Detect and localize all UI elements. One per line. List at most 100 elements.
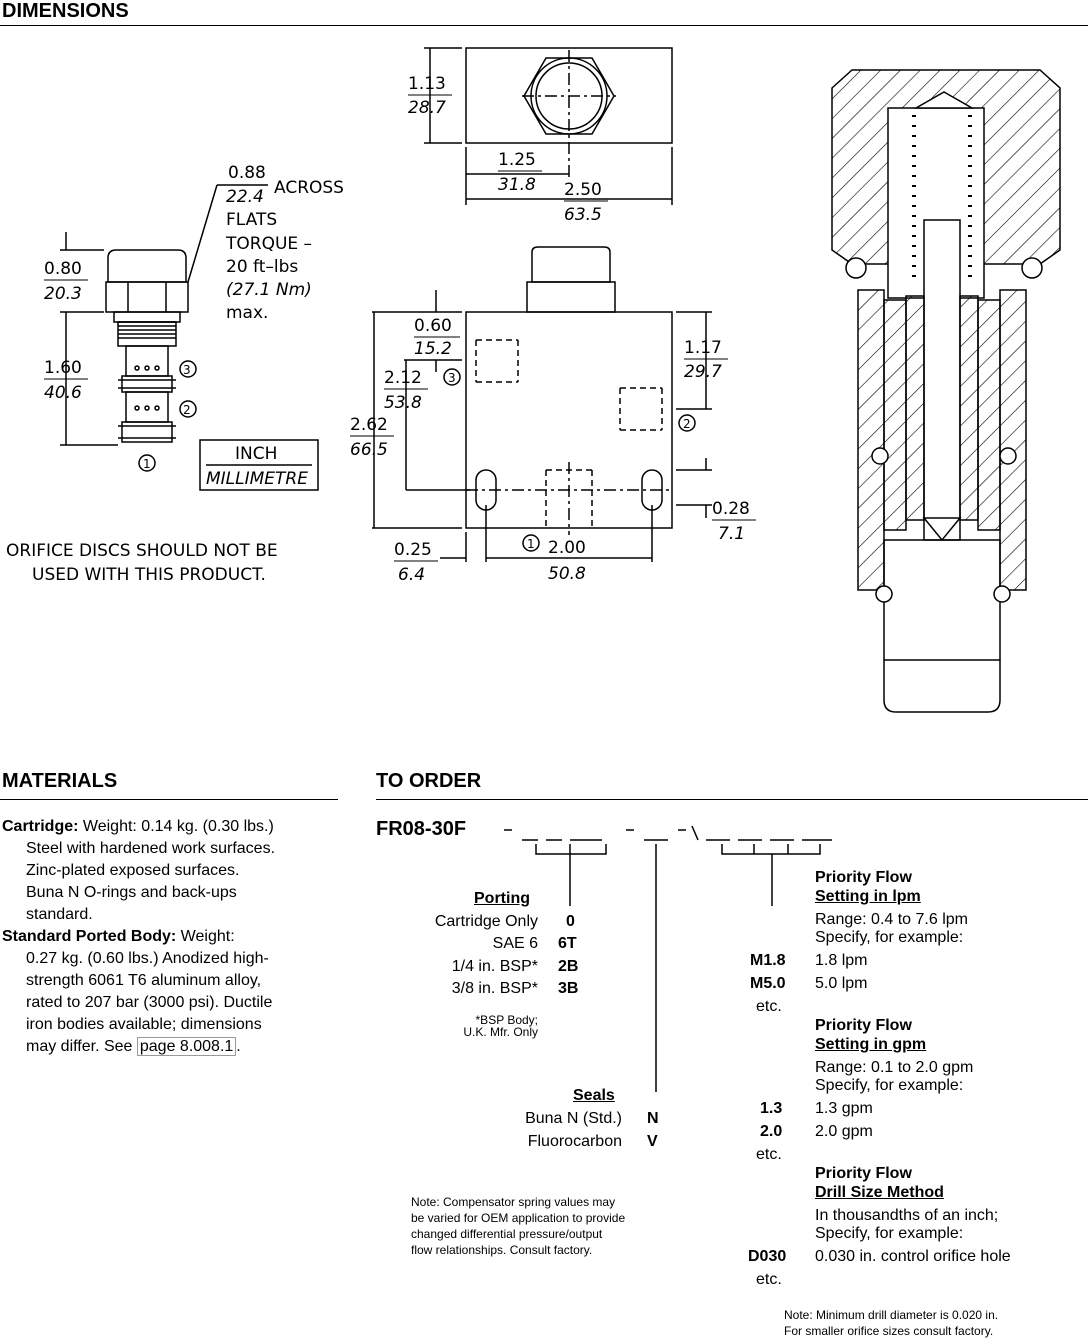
compensator-note-line: be varied for OEM application to provide <box>411 1211 626 1225</box>
dim-025-in: 0.25 <box>394 540 432 560</box>
dim-060-in: 0.60 <box>414 316 452 336</box>
gpm-value: 1.3 gpm <box>815 1100 873 1117</box>
drill-specify: Specify, for example: <box>815 1225 964 1242</box>
lpm-specify: Specify, for example: <box>815 929 964 946</box>
cartridge-spec: Cartridge: Weight: 0.14 kg. (0.30 lbs.) <box>2 816 342 838</box>
gpm-value: 2.0 gpm <box>815 1123 873 1140</box>
cartridge-line: Steel with hardened work surfaces. <box>26 840 276 857</box>
compensator-note-line: Note: Compensator spring values may <box>411 1195 616 1209</box>
gpm-code: 1.3 <box>760 1100 783 1117</box>
order-code-diagram <box>504 825 832 1092</box>
port-2-label: 2 <box>183 403 191 417</box>
body-length-mm: 40.6 <box>44 383 82 403</box>
compensator-note: Note: Compensator spring values may be v… <box>411 1194 711 1258</box>
dim-025-mm: 6.4 <box>398 565 425 585</box>
top-half-width-mm: 31.8 <box>498 175 536 195</box>
lpm-heading-2: Setting in lpm <box>815 888 921 905</box>
seals-row-label: Buna N (Std.) <box>525 1110 622 1127</box>
dimensions-heading: DIMENSIONS <box>2 0 129 22</box>
compensator-note-line: changed differential pressure/output <box>411 1227 603 1241</box>
lpm-value: 1.8 lpm <box>815 952 868 969</box>
port-3-label: 3 <box>183 363 191 377</box>
dim-262-mm: 66.5 <box>350 440 388 460</box>
drill-min-note-line: For smaller orifice sizes consult factor… <box>784 1324 994 1338</box>
hex-height-in: 0.80 <box>44 259 82 279</box>
model-code: FR08-30F <box>376 818 467 840</box>
across-label: ACROSS <box>274 178 344 198</box>
drill-etc: etc. <box>756 1271 782 1288</box>
cartridge-line: Buna N O-rings and back-ups <box>26 884 237 901</box>
orifice-note-line1: ORIFICE DISCS SHOULD NOT BE <box>6 541 278 561</box>
top-half-width-in: 1.25 <box>498 150 536 170</box>
port-1-label: 1 <box>143 457 151 471</box>
gpm-range: Range: 0.1 to 2.0 gpm <box>815 1059 974 1076</box>
lpm-range: Range: 0.4 to 7.6 lpm <box>815 911 968 928</box>
porting-row-label: 3/8 in. BSP* <box>451 980 538 997</box>
porting-row-code: 6T <box>558 935 577 952</box>
cartridge-cross-section <box>831 69 1061 713</box>
porting-heading: Porting <box>474 890 530 907</box>
across-flats-mm: 22.4 <box>226 187 264 207</box>
dim-028-mm: 7.1 <box>718 524 745 544</box>
seals-row-code: V <box>647 1133 658 1150</box>
porting-row-code: 0 <box>566 913 575 930</box>
dim-117-mm: 29.7 <box>684 362 722 382</box>
gpm-code: 2.0 <box>760 1123 783 1140</box>
body-last-prefix: may differ. See <box>26 1038 137 1055</box>
cartridge-line: Zinc-plated exposed surfaces. <box>26 862 240 879</box>
cartridge-weight: Weight: 0.14 kg. (0.30 lbs.) <box>78 818 274 835</box>
compensator-note-line: flow relationships. Consult factory. <box>411 1243 593 1257</box>
dim-212-in: 2.12 <box>384 368 422 388</box>
drill-code: D030 <box>748 1248 787 1265</box>
seals-heading: Seals <box>573 1087 615 1104</box>
porting-row-code: 2B <box>558 958 579 975</box>
drill-value: 0.030 in. control orifice hole <box>815 1248 1011 1265</box>
body-last-suffix: . <box>236 1038 241 1055</box>
porting-row-label: Cartridge Only <box>434 913 538 930</box>
top-height-mm: 28.7 <box>408 98 446 118</box>
page-link[interactable]: page 8.008.1 <box>136 1037 237 1056</box>
body-line: strength 6061 T6 aluminum alloy, <box>26 972 262 989</box>
lpm-heading-1: Priority Flow <box>815 869 912 886</box>
lpm-value: 5.0 lpm <box>815 975 868 992</box>
cartridge-line: standard. <box>26 906 93 923</box>
torque-line3: (27.1 Nm) <box>226 280 312 300</box>
dim-262-in: 2.62 <box>350 415 388 435</box>
front-port-2: 2 <box>683 417 691 431</box>
top-height-in: 1.13 <box>408 74 446 94</box>
dim-212-mm: 53.8 <box>384 393 422 413</box>
drill-min-note: Note: Minimum drill diameter is 0.020 in… <box>784 1307 998 1339</box>
top-width-mm: 63.5 <box>564 205 602 225</box>
hex-height-mm: 20.3 <box>44 284 82 304</box>
porting-row-code: 3B <box>558 980 579 997</box>
gpm-etc: etc. <box>756 1146 782 1163</box>
gpm-heading-1: Priority Flow <box>815 1017 912 1034</box>
body-line-last: may differ. See page 8.008.1. <box>2 1036 342 1058</box>
gpm-heading-2: Setting in gpm <box>815 1036 927 1053</box>
torque-line2: 20 ft–lbs <box>226 257 298 277</box>
porting-footnote-2: U.K. Mfr. Only <box>463 1025 538 1039</box>
dimensions-rule <box>0 25 1088 26</box>
drill-line: In thousandths of an inch; <box>815 1207 999 1224</box>
cartridge-label: Cartridge: <box>2 818 79 835</box>
body-top-view <box>424 47 673 205</box>
to-order-rule <box>376 799 1088 800</box>
body-line: rated to 207 bar (3000 psi). Ductile <box>26 994 273 1011</box>
drill-min-note-line: Note: Minimum drill diameter is 0.020 in… <box>784 1308 999 1322</box>
lpm-code: M1.8 <box>750 952 786 969</box>
front-port-3: 3 <box>448 371 456 385</box>
porting-footnote-1: *BSP Body; <box>475 1013 538 1027</box>
torque-line4: max. <box>226 303 268 323</box>
dim-200-mm: 50.8 <box>548 564 586 584</box>
materials-heading: MATERIALS <box>2 770 118 792</box>
porting-row-label: 1/4 in. BSP* <box>451 958 538 975</box>
seals-row-label: Fluorocarbon <box>527 1133 622 1150</box>
unit-inch: INCH <box>235 444 277 464</box>
to-order-heading: TO ORDER <box>376 770 482 792</box>
body-line: 0.27 kg. (0.60 lbs.) Anodized high- <box>26 950 269 967</box>
gpm-specify: Specify, for example: <box>815 1077 964 1094</box>
body-line: iron bodies available; dimensions <box>26 1016 262 1033</box>
seals-row-code: N <box>647 1110 659 1127</box>
body-weight: Weight: <box>176 928 235 945</box>
dim-060-mm: 15.2 <box>414 339 452 359</box>
